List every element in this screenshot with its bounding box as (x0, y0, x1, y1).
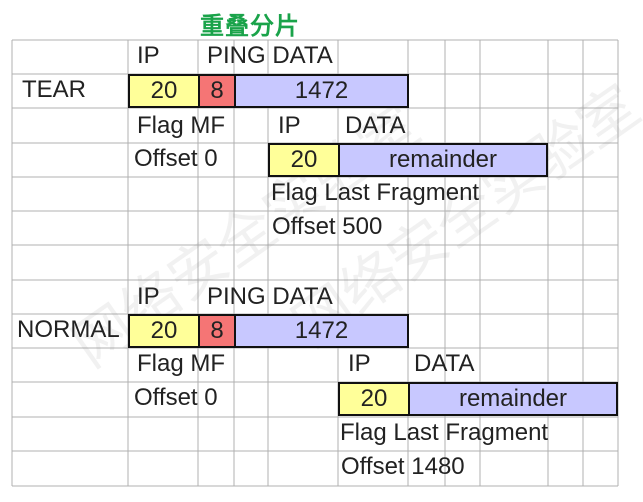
offset-label: Offset 0 (134, 145, 218, 172)
flag-label: Flag MF (137, 350, 226, 377)
flag-label: Flag Last Fragment (271, 179, 480, 206)
normal-row-label: NORMAL (17, 316, 120, 343)
data-box: remainder (408, 382, 618, 416)
icmp-header-box: 8 (198, 74, 236, 108)
ip-header-box: 20 (128, 314, 200, 348)
data-header: DATA (414, 350, 475, 377)
ping-data-header: PING DATA (207, 42, 333, 69)
ip-header: IP (137, 42, 160, 69)
tear-row-label: TEAR (22, 76, 87, 103)
data-box: remainder (338, 143, 548, 177)
diagram-title: 重叠分片 (200, 12, 300, 40)
icmp-header-box: 8 (198, 314, 236, 348)
ip-header: IP (278, 112, 301, 139)
data-box: 1472 (234, 74, 409, 108)
ip-header: IP (348, 350, 371, 377)
offset-label: Offset 1480 (341, 453, 465, 480)
ip-header-box: 20 (128, 74, 200, 108)
offset-label: Offset 0 (134, 384, 218, 411)
flag-label: Flag Last Fragment (340, 419, 549, 446)
ip-header-box: 20 (268, 143, 340, 177)
flag-label: Flag MF (137, 112, 226, 139)
offset-label: Offset 500 (272, 213, 383, 240)
ping-data-header: PING DATA (207, 283, 333, 310)
ip-header-box: 20 (338, 382, 410, 416)
ip-header: IP (137, 283, 160, 310)
data-box: 1472 (234, 314, 409, 348)
data-header: DATA (345, 112, 406, 139)
